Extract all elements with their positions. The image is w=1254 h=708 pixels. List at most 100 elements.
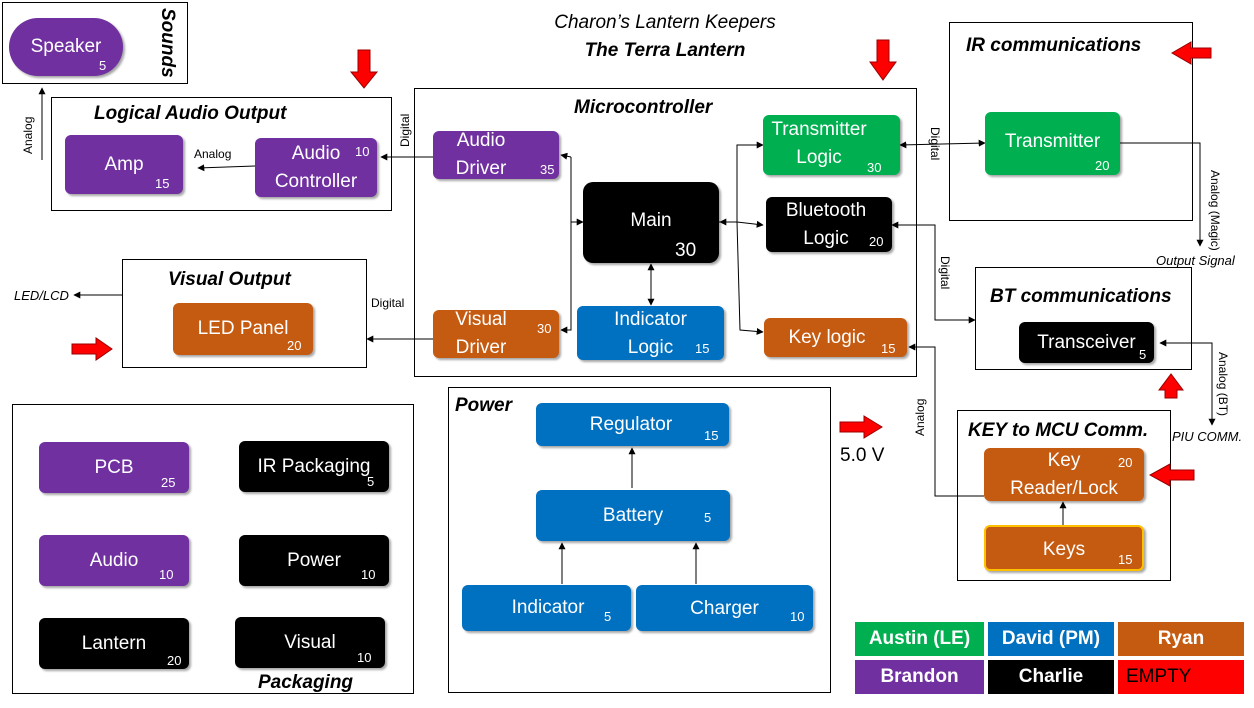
tx-output-line <box>1120 142 1204 247</box>
key-reader-label-1: Key <box>1047 450 1081 471</box>
indicator-logic-label-2: Logic <box>627 337 674 358</box>
key-mcu-title: KEY to MCU Comm. <box>968 420 1149 441</box>
regulator-label: Regulator <box>589 413 673 435</box>
indicator-logic-num: 15 <box>695 341 710 356</box>
transmitter-logic-num: 30 <box>867 160 882 175</box>
battery-num: 5 <box>704 510 712 525</box>
digital-bt-label: Digital <box>938 256 952 290</box>
visual-pkg-label: Visual <box>284 631 336 653</box>
red-arrow-ir <box>1171 41 1212 65</box>
digital-audio-label: Digital <box>398 113 412 147</box>
lantern-pkg-block: Lantern 20 <box>39 618 189 669</box>
main-bus-left <box>570 157 583 223</box>
power-pkg-label: Power <box>287 549 341 571</box>
audio-pkg-label: Audio <box>89 549 139 571</box>
bluetooth-logic-label-1: Bluetooth <box>785 199 867 221</box>
battery-block: Battery 5 <box>536 490 730 541</box>
power-pkg-block: Power 10 <box>239 535 389 586</box>
legend-empty: EMPTY <box>1116 658 1246 696</box>
analog-magic-label: Analog (Magic) <box>1208 170 1222 251</box>
pcb-block: PCB 25 <box>39 442 189 493</box>
bt-title: BT communications <box>990 286 1172 307</box>
team-name: Charon’s Lantern Keepers <box>554 12 776 33</box>
transceiver-label: Transceiver <box>1037 331 1136 353</box>
key-reader-label-2: Reader/Lock <box>1010 478 1118 499</box>
bluetooth-logic-num: 20 <box>869 234 884 249</box>
red-arrow-key <box>1148 463 1195 487</box>
analog-key-label: Analog <box>913 398 927 436</box>
ir-packaging-block: IR Packaging 5 <box>239 441 389 492</box>
audioctl-amp-line <box>197 164 256 172</box>
speaker-label: Speaker <box>30 36 102 57</box>
transceiver-piu-line <box>1159 339 1216 426</box>
transmitter-logic-block: Transmitter Logic 30 <box>763 115 900 175</box>
bluetooth-logic-block: Bluetooth Logic 20 <box>766 197 892 252</box>
analog-speaker-label: Analog <box>21 116 35 154</box>
lantern-pkg-num: 20 <box>167 653 182 668</box>
lantern-pkg-label: Lantern <box>81 632 147 654</box>
power-title: Power <box>455 395 513 416</box>
red-arrow-bt <box>1158 373 1184 399</box>
pcb-num: 25 <box>161 475 176 490</box>
digital-ir-label: Digital <box>928 127 942 161</box>
transmitter-num: 20 <box>1095 158 1110 173</box>
analog-amp-label: Analog <box>194 147 232 161</box>
key-logic-label: Key logic <box>788 326 866 348</box>
charger-label: Charger <box>690 598 759 619</box>
amp-label: Amp <box>104 153 144 175</box>
battery-label: Battery <box>602 504 664 526</box>
regulator-num: 15 <box>704 428 719 443</box>
key-logic-block: Key logic 15 <box>764 318 907 357</box>
keyreader-keylogic-line <box>908 343 984 497</box>
main-label: Main <box>630 210 672 231</box>
indicator-logic-block: Indicator Logic 15 <box>577 306 724 360</box>
keys-num: 15 <box>1118 552 1133 567</box>
key-reader-block: Key Reader/Lock 20 <box>984 448 1144 501</box>
audio-controller-block: Audio Controller 10 <box>255 138 377 197</box>
legend-ryan: Ryan <box>1116 620 1246 658</box>
audio-controller-num: 10 <box>355 144 370 159</box>
ir-packaging-label: IR Packaging <box>257 455 371 477</box>
microcontroller-title: Microcontroller <box>574 97 713 118</box>
key-reader-num: 20 <box>1118 455 1133 470</box>
transmitter-label: Transmitter <box>1004 131 1101 152</box>
led-panel-label: LED Panel <box>197 318 289 339</box>
indicator-num: 5 <box>604 609 612 624</box>
packaging-title: Packaging <box>258 672 354 693</box>
transceiver-block: Transceiver 5 <box>1019 322 1154 363</box>
btlogic-bt-line <box>891 221 976 324</box>
digital-visual-label: Digital <box>371 296 405 310</box>
audio-controller-label-1: Audio <box>291 142 341 164</box>
visual-driver-num: 30 <box>537 321 552 336</box>
speaker-block: Speaker 5 <box>9 18 123 76</box>
main-num: 30 <box>675 240 697 261</box>
red-arrow-micro <box>869 39 897 81</box>
audio-driver-label-2: Driver <box>455 158 507 179</box>
audio-driver-num: 35 <box>540 162 555 177</box>
legend-brandon: Brandon <box>853 658 986 696</box>
analog-bt-label: Analog (BT) <box>1216 352 1230 417</box>
regulator-block: Regulator 15 <box>536 403 729 446</box>
legend-charlie: Charlie <box>986 658 1116 696</box>
audio-pkg-block: Audio 10 <box>39 535 189 586</box>
visual-driver-label-1: Visual <box>455 309 507 330</box>
visual-output-title: Visual Output <box>168 269 291 290</box>
indicator-logic-label-1: Indicator <box>614 309 687 330</box>
key-logic-num: 15 <box>881 341 896 356</box>
txlogic-tx-line <box>899 139 986 149</box>
charger-block: Charger 10 <box>636 585 813 631</box>
audio-driver-label-1: Audio <box>456 130 506 151</box>
output-signal-label: Output Signal <box>1156 253 1235 268</box>
charger-num: 10 <box>790 609 805 624</box>
amp-num: 15 <box>155 176 170 191</box>
red-arrow-power <box>839 415 883 439</box>
transmitter-logic-label-1: Transmitter <box>771 119 867 140</box>
ir-title: IR communications <box>966 35 1142 56</box>
bluetooth-logic-label-2: Logic <box>803 227 849 249</box>
main-block: Main 30 <box>583 182 719 263</box>
legend-austin: Austin (LE) <box>853 620 986 658</box>
led-panel-block: LED Panel 20 <box>173 303 313 355</box>
transmitter-block: Transmitter 20 <box>985 112 1120 175</box>
indicator-block: Indicator 5 <box>462 585 631 631</box>
visual-pkg-block: Visual 10 <box>235 617 385 668</box>
